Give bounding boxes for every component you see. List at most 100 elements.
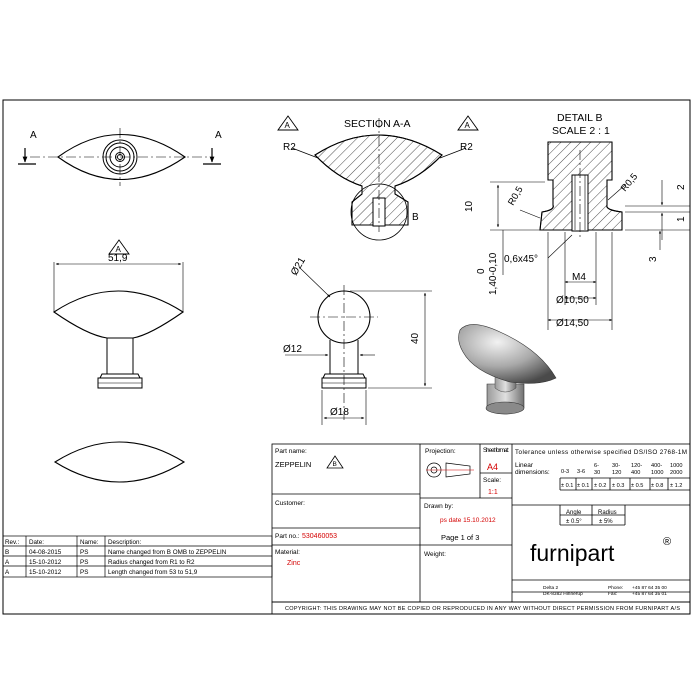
part-no-label: Part no.: <box>275 533 300 540</box>
tolerance-title: Tolerance unless otherwise specified DS/… <box>515 449 687 456</box>
dim-r2-right: R2 <box>460 142 473 153</box>
revision-row-cell: B <box>5 549 9 556</box>
sheet-format-label: Sheet format: <box>483 448 509 454</box>
angle-tolerance: ± 0.5° <box>566 519 582 525</box>
part-name-label: Part name: <box>275 448 307 455</box>
tolerance-range: 3-6 <box>577 469 585 475</box>
datum-letter-left: A <box>285 121 291 130</box>
detail-b-marker: B <box>412 212 419 223</box>
revision-header-cell: Date: <box>29 539 44 546</box>
part-name-value: ZEPPELIN <box>275 460 311 469</box>
tolerance-value: ± 0.3 <box>612 483 624 489</box>
dim-dia-18: Ø18 <box>330 407 349 418</box>
scale-value: 1:1 <box>488 489 498 496</box>
radius-label: Radius <box>598 510 617 516</box>
dim-tol-0: 0 <box>476 268 487 274</box>
copyright-bar <box>271 601 691 615</box>
dim-tol-range: 1,40-0,10 <box>488 252 499 295</box>
dim-r2-left: R2 <box>283 142 296 153</box>
dim-r05-right: R0,5 <box>619 171 640 193</box>
revision-row-cell: A <box>5 569 10 576</box>
phone-label: Phone: <box>608 585 623 591</box>
bottom-view <box>53 441 186 483</box>
tolerance-range: 30 <box>594 470 600 476</box>
datum-letter-right: A <box>465 121 471 130</box>
linear-label: Linear <box>515 462 534 469</box>
datum-triangle-front <box>108 239 130 255</box>
revision-row-cell: 04-08-2015 <box>29 549 62 556</box>
cut-marker-right: A <box>215 130 222 141</box>
radius-tolerance: ± 5% <box>599 519 613 525</box>
revision-header-cell: Rev.: <box>5 539 19 546</box>
fax-value: +45 87 64 35 01 <box>632 591 667 597</box>
address-line-2: DK-8382 Hinnerup <box>543 591 583 597</box>
revision-row-cell: PS <box>80 559 88 566</box>
material-value: Zinc <box>287 560 301 567</box>
tolerance-value: ± 0.2 <box>594 483 606 489</box>
datum-triangle-right <box>457 115 479 131</box>
tolerance-value: ± 0.1 <box>561 483 573 489</box>
revision-row-cell: PS <box>80 569 88 576</box>
page-indicator: Page 1 of 3 <box>441 533 479 542</box>
tolerance-range: 400- <box>651 463 662 469</box>
phone-value: +45 87 64 35 00 <box>632 585 667 591</box>
detail-scale: SCALE 2 : 1 <box>552 125 610 137</box>
revision-row-cell: PS <box>80 549 88 556</box>
dim-dia-1050: Ø10,50 <box>556 295 589 306</box>
dim-3: 3 <box>648 256 659 262</box>
material-label: Material: <box>275 549 300 556</box>
dim-1: 1 <box>676 216 687 222</box>
tolerance-range: 0-3 <box>561 469 569 475</box>
revision-row-cell: Length changed from 53 to 51,9 <box>108 569 198 576</box>
revision-row-cell: A <box>5 559 10 566</box>
tolerance-range: 400 <box>631 470 640 476</box>
revision-row-cell: Name changed from B OMB to ZEPPELIN <box>108 549 227 556</box>
section-a-a <box>291 118 467 241</box>
datum-triangle-left <box>277 115 299 131</box>
tolerance-range: 6- <box>594 463 599 469</box>
revision-triangle <box>326 455 344 469</box>
drawn-by-label: Drawn by: <box>424 503 453 510</box>
copyright-notice: COPYRIGHT: THIS DRAWING MAY NOT BE COPIE… <box>285 606 680 612</box>
side-view <box>285 267 432 425</box>
revision-letter: B <box>333 461 337 468</box>
projection-label: Projection: <box>425 448 456 455</box>
fax-label: Fax: <box>608 591 617 597</box>
detail-b <box>490 141 690 330</box>
part-no-value: 530460053 <box>302 533 337 540</box>
dim-chamfer: 0,6x45° <box>504 254 538 265</box>
brand-registered-mark: ® <box>663 536 671 548</box>
dim-2: 2 <box>676 184 687 190</box>
revision-row-cell: 15-10-2012 <box>29 559 62 566</box>
tolerance-range: 1000 <box>651 470 663 476</box>
brand-logo: furnipart <box>530 540 615 566</box>
tolerance-range: 120- <box>631 463 642 469</box>
tolerance-range: 2000 <box>670 470 682 476</box>
scale-label: Scale: <box>483 477 501 484</box>
cut-marker-left: A <box>30 130 37 141</box>
datum-letter-front: A <box>116 245 122 254</box>
dim-dia-1450: Ø14,50 <box>556 318 589 329</box>
dim-dia-21: Ø21 <box>289 255 308 277</box>
tolerance-value: ± 1.2 <box>670 483 682 489</box>
revision-row-cell: Radius changed from R1 to R2 <box>108 559 195 566</box>
drawn-by-value: ps date 15.10.2012 <box>440 517 496 524</box>
dim-width-top: 51,9 <box>108 253 128 264</box>
top-view <box>18 128 221 186</box>
tolerance-range: 1000 <box>670 463 682 469</box>
tolerance-range: 30- <box>612 463 620 469</box>
revision-row-cell: 15-10-2012 <box>29 569 62 576</box>
section-label: SECTION A-A <box>344 118 411 130</box>
front-view <box>53 262 184 389</box>
tolerance-value: ± 0.5 <box>631 483 643 489</box>
angle-label: Angle <box>566 510 582 516</box>
dim-10: 10 <box>464 200 475 212</box>
detail-label: DETAIL B <box>557 112 603 124</box>
sheet-format-value: A4 <box>487 462 498 472</box>
customer-label: Customer: <box>275 500 305 507</box>
dim-dia-12: Ø12 <box>283 344 302 355</box>
tolerance-values: ± 0.1± 0.1± 0.2± 0.3± 0.5± 0.8± 1.2 <box>561 483 682 489</box>
dim-r05-left: R0,5 <box>506 185 526 208</box>
